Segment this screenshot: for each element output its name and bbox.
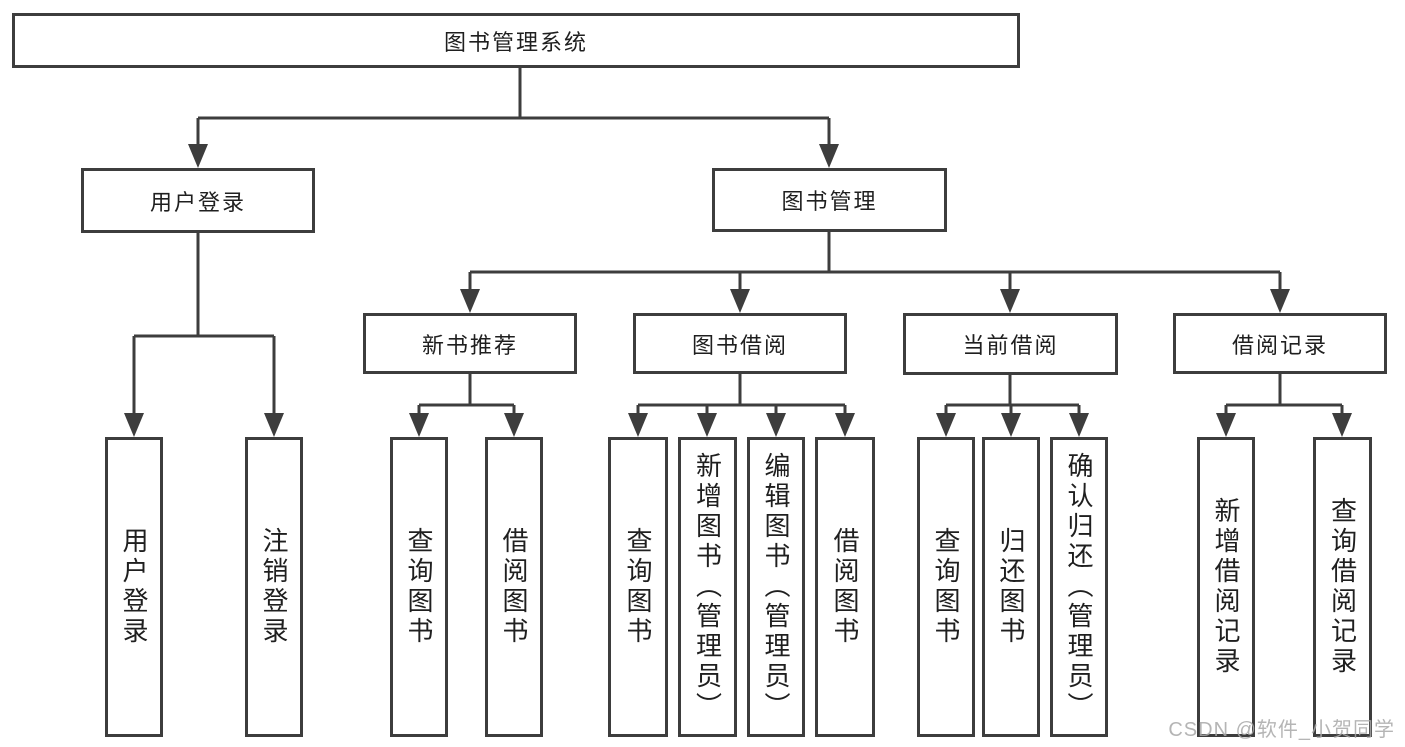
leaf-add-books-admin-label: 新增图书（管理员）: [692, 452, 723, 722]
leaf-borrow-books-under-borrowing: 借阅图书: [815, 437, 875, 737]
node-user-login-label: 用户登录: [149, 189, 246, 215]
node-new-book-recommend-label: 新书推荐: [421, 332, 518, 358]
node-current-borrowing: 当前借阅: [903, 313, 1118, 375]
node-book-borrowing: 图书借阅: [633, 313, 847, 374]
node-book-management: 图书管理: [712, 168, 947, 232]
leaf-borrow-books-under-recommend-label: 借阅图书: [499, 527, 529, 647]
leaf-edit-books-admin-label: 编辑图书（管理员）: [761, 452, 791, 722]
leaf-add-borrow-record: 新增借阅记录: [1197, 437, 1255, 737]
node-root: 图书管理系统: [12, 13, 1020, 68]
leaf-query-borrow-record-label: 查询借阅记录: [1327, 497, 1358, 677]
leaf-query-borrow-record: 查询借阅记录: [1313, 437, 1372, 737]
node-book-borrowing-label: 图书借阅: [691, 332, 788, 358]
leaf-logout-label: 注销登录: [259, 527, 289, 647]
leaf-add-books-admin: 新增图书（管理员）: [678, 437, 737, 737]
leaf-edit-books-admin: 编辑图书（管理员）: [747, 437, 805, 737]
leaf-query-books-under-current: 查询图书: [917, 437, 975, 737]
leaf-confirm-return-admin-label: 确认归还（管理员）: [1064, 452, 1094, 722]
leaf-borrow-books-under-recommend: 借阅图书: [485, 437, 543, 737]
node-current-borrowing-label: 当前借阅: [962, 333, 1059, 358]
node-book-management-label: 图书管理: [781, 189, 878, 214]
leaf-user-login-label: 用户登录: [119, 527, 149, 647]
leaf-query-books-under-borrowing-label: 查询图书: [623, 527, 653, 647]
leaf-borrow-books-under-borrowing-label: 借阅图书: [830, 527, 860, 647]
leaf-confirm-return-admin: 确认归还（管理员）: [1050, 437, 1108, 737]
leaf-query-books-under-recommend-label: 查询图书: [404, 527, 434, 647]
node-borrowing-records: 借阅记录: [1173, 313, 1387, 374]
node-borrowing-records-label: 借阅记录: [1231, 332, 1328, 358]
node-new-book-recommend: 新书推荐: [363, 313, 577, 374]
node-root-label: 图书管理系统: [443, 29, 588, 55]
leaf-return-books: 归还图书: [982, 437, 1040, 737]
csdn-watermark: CSDN @软件_小贺同学: [1168, 719, 1395, 741]
leaf-query-books-under-recommend: 查询图书: [390, 437, 448, 737]
leaf-query-books-under-borrowing: 查询图书: [608, 437, 668, 737]
leaf-return-books-label: 归还图书: [996, 527, 1026, 647]
node-user-login: 用户登录: [81, 168, 315, 233]
leaf-user-login: 用户登录: [105, 437, 163, 737]
leaf-add-borrow-record-label: 新增借阅记录: [1211, 497, 1241, 677]
leaf-logout: 注销登录: [245, 437, 303, 737]
leaf-query-books-under-current-label: 查询图书: [931, 527, 961, 647]
